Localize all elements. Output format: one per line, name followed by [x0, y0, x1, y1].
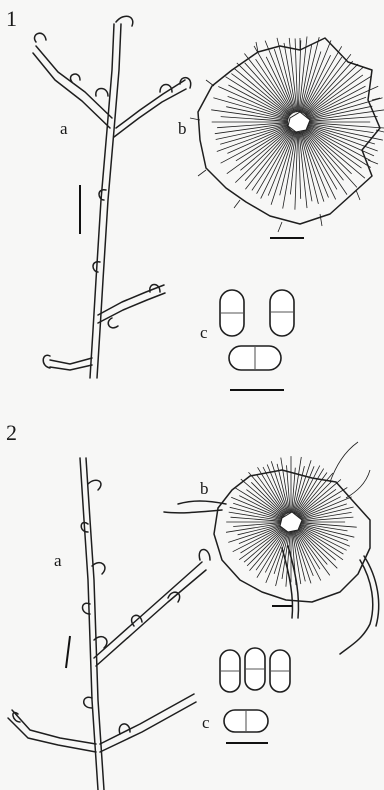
- figure-2-basidiome-drawing: [164, 442, 379, 654]
- figure-2-panel-a-label: a: [54, 551, 62, 570]
- figure-2-panel-b-label: b: [200, 479, 209, 498]
- figure-1-number: 1: [6, 6, 17, 31]
- figure-1-panel-a-label: a: [60, 119, 68, 138]
- figure-2-spores-drawing: [220, 648, 290, 732]
- figure-2-panel-c-label: c: [202, 713, 210, 732]
- figure-1-panel-b-label: b: [178, 119, 187, 138]
- figure-2-hypha-scale-bar: [66, 636, 70, 668]
- figure-2-number: 2: [6, 420, 17, 445]
- figure-1-spores-drawing: [220, 290, 294, 370]
- figure-1-hypha-drawing: [33, 16, 191, 378]
- figure-1-panel-c-label: c: [200, 323, 208, 342]
- figure-1-basidiome-drawing: [190, 37, 384, 233]
- figure-2-hypha-drawing: [8, 458, 210, 790]
